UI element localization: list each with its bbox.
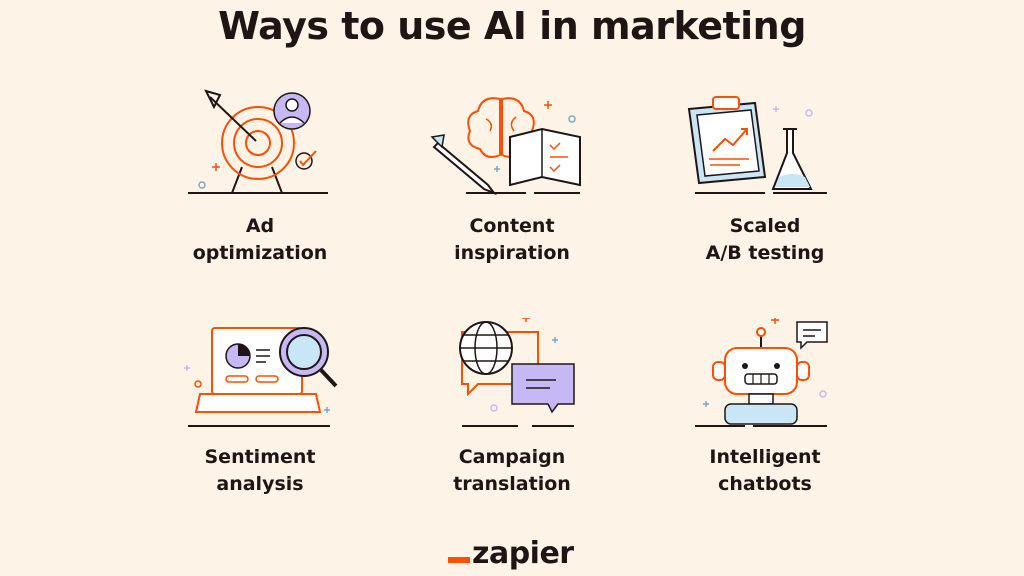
card-label-line1: Sentiment (204, 446, 316, 468)
card-label-line2: translation (453, 473, 571, 495)
logo-underscore-icon (448, 557, 470, 563)
card-label-line1: Content (469, 215, 555, 237)
card-label-line1: Scaled (729, 215, 801, 237)
card-label-line1: Intelligent (709, 446, 821, 468)
page-title: Ways to use AI in marketing (218, 4, 806, 48)
globe-chat-icon (459, 318, 575, 427)
card-ad-optimization: Ad optimization (150, 85, 370, 275)
clipboard-flask-icon (687, 96, 827, 194)
zapier-logo: zapier (448, 536, 574, 576)
logo-text: zapier (472, 536, 574, 571)
card-label-line1: Ad (245, 215, 275, 237)
card-intelligent-chatbots: Intelligent chatbots (655, 318, 875, 508)
card-sentiment-analysis: Sentiment analysis (150, 318, 370, 508)
card-label-line2: inspiration (454, 242, 570, 264)
target-icon (188, 89, 328, 194)
brain-book-icon (430, 97, 581, 196)
card-campaign-translation: Campaign translation (402, 318, 622, 508)
robot-icon (695, 318, 828, 427)
card-ab-testing: Scaled A/B testing (655, 85, 875, 275)
card-label-line2: optimization (192, 242, 328, 264)
card-label-line2: A/B testing (705, 242, 825, 264)
card-label-line2: analysis (216, 473, 304, 495)
card-content-inspiration: Content inspiration (402, 85, 622, 275)
card-label-line1: Campaign (458, 446, 566, 468)
card-label-line2: chatbots (718, 473, 812, 495)
laptop-magnifier-icon (184, 327, 338, 427)
